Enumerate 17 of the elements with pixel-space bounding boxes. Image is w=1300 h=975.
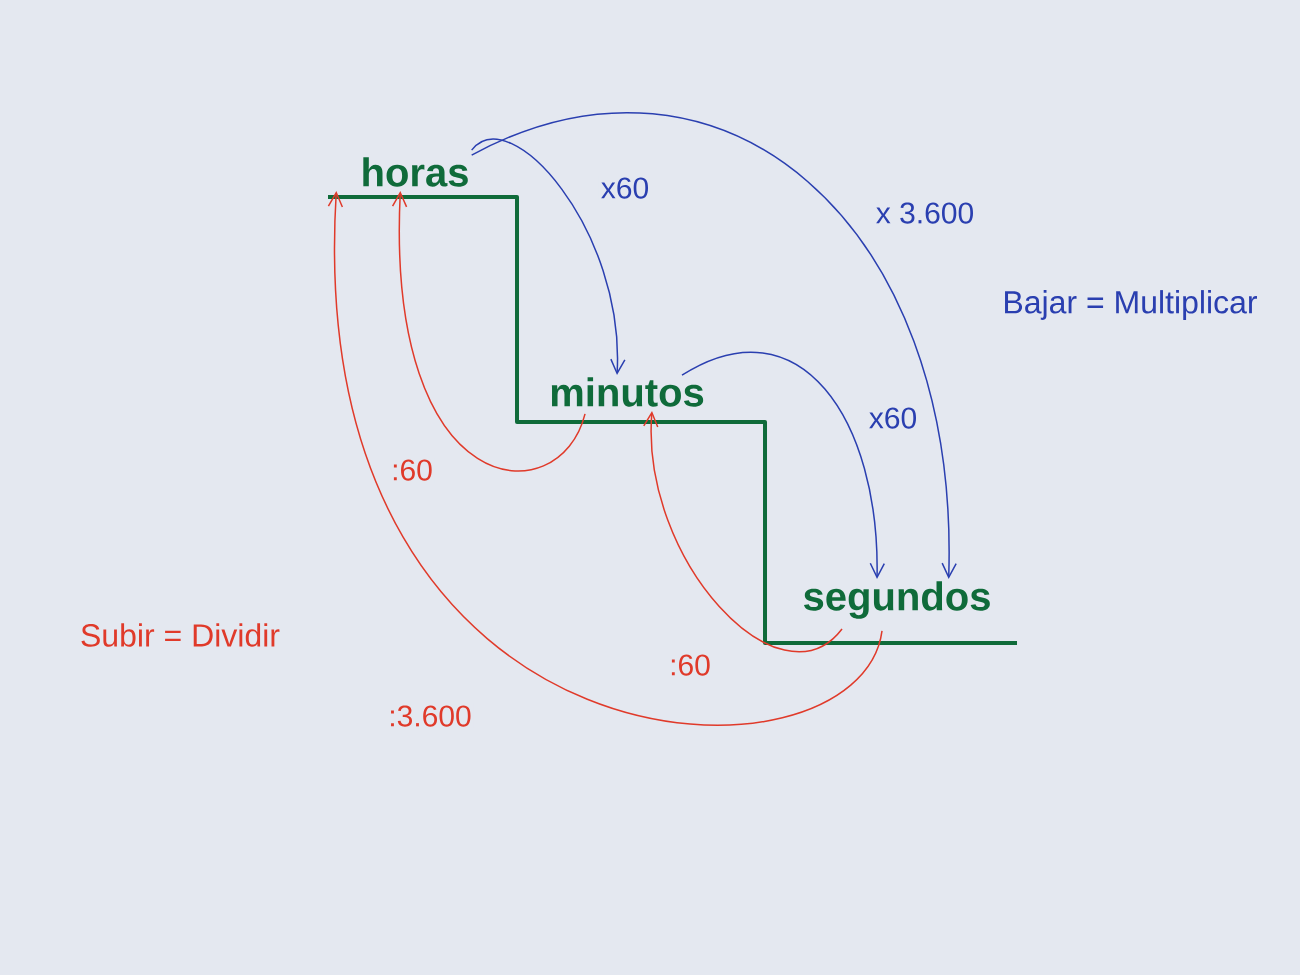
arrow [681,352,886,580]
edge-label: :3.600 [386,703,474,729]
arrow [327,190,883,726]
arrow [391,190,586,472]
edge-label: :60 [667,652,713,678]
arrow [643,410,843,653]
word-label: minutos [551,377,704,407]
word-label: segundos [803,581,990,619]
arrow [470,138,626,376]
edge-label: x60 [598,175,652,201]
note-text: Bajar = Multiplicar [1005,290,1257,320]
arrow [470,113,957,580]
edge-label: x60 [866,405,920,431]
edge-label: :60 [389,457,435,483]
note-text: Subir = Dividir [81,623,280,647]
edge-label: x 3.600 [873,200,977,226]
word-label: horas [363,157,468,187]
